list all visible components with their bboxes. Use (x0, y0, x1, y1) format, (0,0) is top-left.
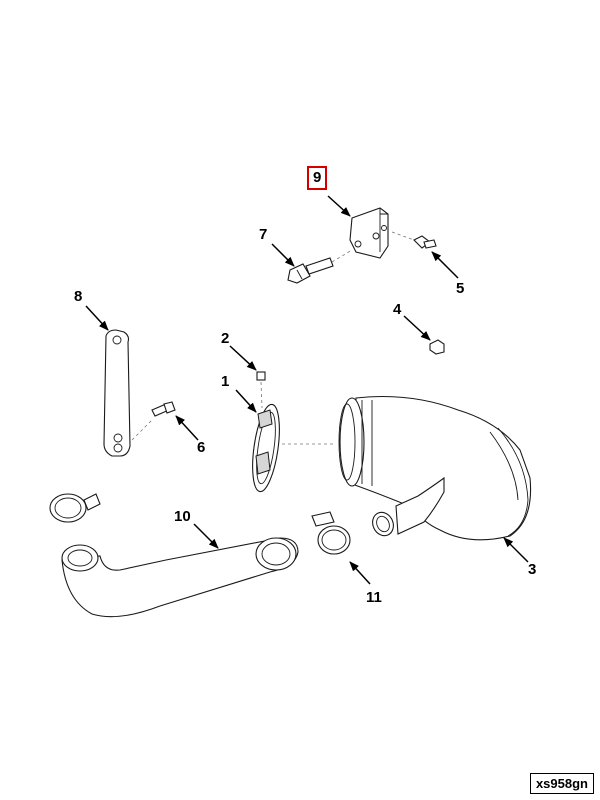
capscrew-part-4 (429, 339, 445, 355)
hose-clamp-part-upper (49, 493, 101, 523)
callout-4: 4 (393, 301, 402, 318)
callout-10: 10 (174, 508, 191, 525)
flange-gasket-part (252, 403, 336, 493)
leader-7 (271, 243, 295, 267)
support-brace-part (103, 329, 153, 457)
capscrew-part-7 (287, 249, 353, 284)
leader-2 (229, 345, 257, 371)
callout-6: 6 (197, 439, 206, 456)
leader-10 (193, 523, 219, 549)
leader-3 (503, 537, 529, 563)
hose-clamp-part-11 (311, 511, 351, 555)
leader-5 (431, 251, 459, 279)
mounting-bracket-part (349, 207, 389, 259)
plug-part (256, 371, 266, 409)
leader-8 (85, 305, 109, 331)
exhaust-elbow-part (338, 395, 532, 541)
tube-part (61, 537, 299, 618)
capscrew-part-6 (151, 401, 176, 417)
callout-9-highlighted: 9 (307, 166, 328, 190)
leader-9 (327, 195, 351, 217)
callout-1: 1 (221, 373, 230, 390)
leader-lines (85, 195, 529, 585)
callout-3: 3 (528, 561, 537, 578)
capscrew-part-5 (391, 231, 437, 249)
callout-7: 7 (259, 226, 268, 243)
callout-8: 8 (74, 288, 83, 305)
leader-4 (403, 315, 431, 341)
leader-11 (349, 561, 371, 585)
callout-2: 2 (221, 330, 230, 347)
leader-6 (175, 415, 199, 441)
callout-5: 5 (456, 280, 465, 297)
callout-11: 11 (366, 589, 382, 606)
figure-code: xs958gn (529, 773, 594, 794)
leader-1 (235, 389, 257, 413)
